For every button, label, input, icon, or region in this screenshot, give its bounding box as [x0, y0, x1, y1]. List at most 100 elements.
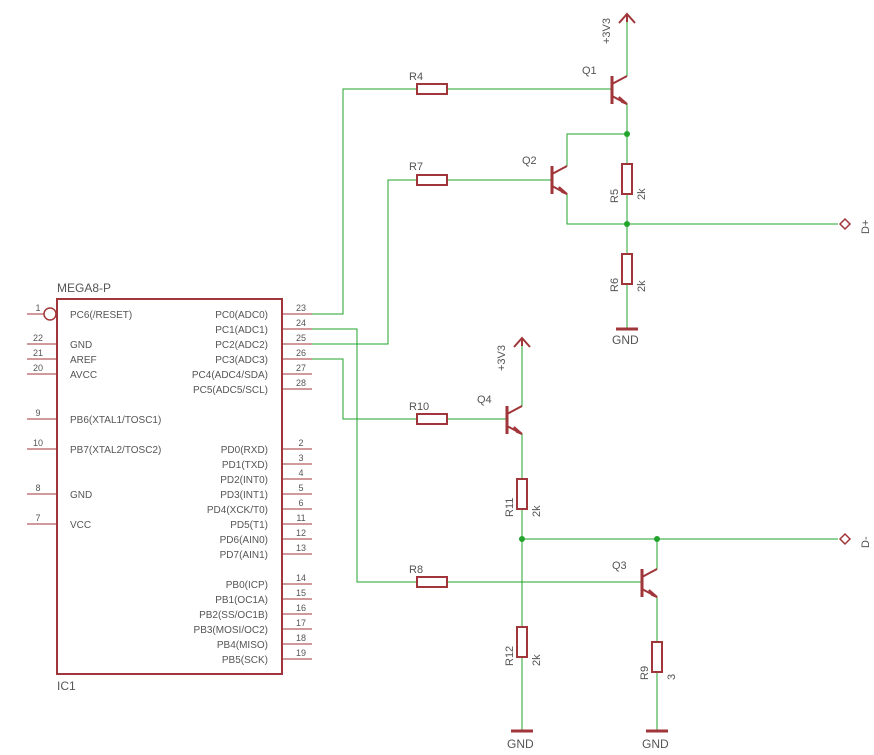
ic1-pin-name: PC6(/RESET) — [70, 310, 132, 321]
q1-symbol — [610, 75, 628, 105]
ic1-pin-number: 26 — [296, 348, 306, 358]
r12-value: 2k — [531, 654, 543, 666]
wire-pc0-r4 — [312, 88, 417, 315]
ic1-pin-name: PD3(INT1) — [220, 490, 268, 501]
r4-label: R4 — [409, 71, 423, 83]
ic1-pin-number: 1 — [35, 303, 40, 313]
ic1-pin-number: 4 — [298, 468, 303, 478]
ic1-pin-name: PD1(TXD) — [222, 460, 268, 471]
r9-value: 3 — [666, 674, 678, 680]
ic1-pin-name: GND — [70, 340, 92, 351]
ic1-pin-name: PC4(ADC4/SDA) — [192, 370, 268, 381]
ic1-pin-number: 8 — [35, 483, 40, 493]
ic1-pin-name: PB2(SS/OC1B) — [199, 610, 268, 621]
r10-label: R10 — [409, 401, 429, 413]
r6-body — [621, 253, 633, 285]
vcc1-label: +3V3 — [601, 18, 613, 44]
ic1-pin-name: PC0(ADC0) — [215, 310, 268, 321]
ic1-pin-number: 2 — [298, 438, 303, 448]
r9-body — [651, 641, 663, 673]
r10-body — [416, 413, 448, 425]
ic1-pin-name: PB5(SCK) — [222, 655, 268, 666]
r6-value: 2k — [636, 280, 648, 292]
ic1-pin-number: 18 — [296, 633, 306, 643]
q3-label: Q3 — [612, 560, 627, 572]
ic1-pin-number: 19 — [296, 648, 306, 658]
wire-node-q2c — [566, 133, 627, 166]
r5-value: 2k — [636, 188, 648, 200]
ic1-pin-name: AREF — [70, 355, 97, 366]
ic1-pin-name: PB6(XTAL1/TOSC1) — [70, 415, 161, 426]
r8-body — [416, 576, 448, 588]
ic1-pin-number: 13 — [296, 543, 306, 553]
ic1-pin-name: PD6(AIN0) — [220, 535, 268, 546]
ic1-pin-number: 5 — [298, 483, 303, 493]
r11-value: 2k — [531, 505, 543, 517]
dplus-label: D+ — [860, 220, 872, 234]
ic1-pin-number: 15 — [296, 588, 306, 598]
q4-symbol — [505, 405, 523, 435]
resistors — [416, 83, 663, 673]
ic1-pin-number: 20 — [33, 363, 43, 373]
ic1-pin-number: 25 — [296, 333, 306, 343]
ic1-pin-name: PB1(OC1A) — [215, 595, 268, 606]
ic1-pin-name: PB7(XTAL2/TOSC2) — [70, 445, 161, 456]
ic1-pin-number: 3 — [298, 453, 303, 463]
ic1-pin-number: 11 — [296, 513, 305, 523]
ic1-pin-number: 28 — [296, 378, 306, 388]
r7-label: R7 — [409, 161, 423, 173]
wire-pc1-r8 — [312, 328, 417, 583]
ic1-pin-number: 23 — [296, 303, 306, 313]
dminus-pad — [838, 532, 852, 546]
ic1-name-label: IC1 — [57, 679, 76, 693]
ic1-pin-name: GND — [70, 490, 92, 501]
dminus-label: D- — [860, 536, 872, 548]
ic1-pin-name: PC1(ADC1) — [215, 325, 268, 336]
ic1-pin-number: 16 — [296, 603, 306, 613]
gnd2-label: GND — [507, 737, 534, 751]
r9-label: R9 — [639, 666, 651, 680]
ic1-pin-name: PB3(MOSI/OC2) — [194, 625, 268, 636]
r6-label: R6 — [609, 278, 621, 292]
ic1-pin-name: PC3(ADC3) — [215, 355, 268, 366]
ic1-pin-name: AVCC — [70, 370, 97, 381]
dplus-pad — [838, 217, 852, 231]
ic1-pin-name: PD2(INT0) — [220, 475, 268, 486]
ic1-body — [56, 298, 283, 675]
junction-dot — [624, 221, 630, 227]
junction-dot — [624, 131, 630, 137]
wires — [312, 22, 838, 731]
ic1-pin-name: PC2(ADC2) — [215, 340, 268, 351]
ic1: MEGA8-P IC1 1PC6(/RESET)22GND21AREF20AVC… — [27, 281, 312, 693]
ic1-pin-name: PB4(MISO) — [217, 640, 268, 651]
r11-label: R11 — [504, 498, 516, 517]
ic1-pin-name: VCC — [70, 520, 91, 531]
gnd3-label: GND — [642, 737, 669, 751]
r5-body — [621, 163, 633, 195]
r11-body — [516, 478, 528, 510]
q1-label: Q1 — [582, 65, 597, 77]
ic1-pin-number: 9 — [35, 408, 40, 418]
r12-body — [516, 626, 528, 658]
ic1-pin-name: PD0(RXD) — [221, 445, 268, 456]
ic1-pin-number: 14 — [296, 573, 306, 583]
